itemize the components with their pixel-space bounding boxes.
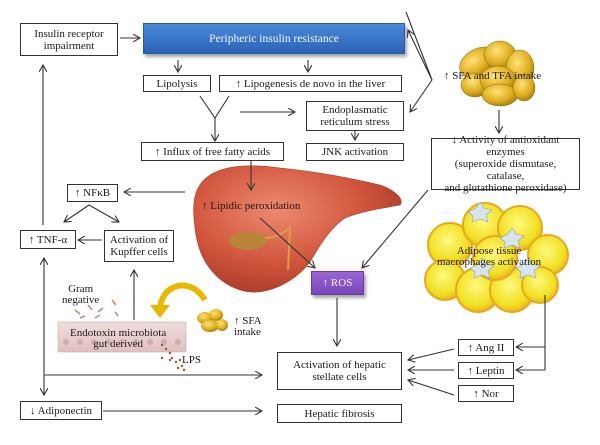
ros-label: ↑ ROS — [322, 277, 353, 289]
kupffer-cells-box: Activation of Kupffer cells — [104, 230, 174, 262]
lps-label: LPS — [182, 354, 201, 366]
macrophage-icon — [467, 201, 541, 279]
sfa-intake-label: ↑ SFA intake — [234, 316, 262, 338]
adiponectin-label: ↓ Adiponectin — [29, 404, 93, 417]
er-stress-label: Endoplasmatic reticulum stress — [320, 104, 390, 128]
arrows — [43, 11, 546, 411]
influx-ffa-box: ↑ Influx of free fatty acids — [141, 142, 284, 161]
peripheric-insulin-resistance-box: Peripheric insulin resistance — [143, 23, 405, 54]
hsc-line-1: Activation of hepatic — [293, 359, 386, 371]
ros-box: ↑ ROS — [311, 271, 364, 295]
antioxidant-enzymes-box: ↓ Activity of antioxidant enzymes (super… — [431, 134, 580, 194]
lipolysis-box: Lipolysis — [143, 75, 211, 92]
tnf-alpha-label: ↑ TNF-α — [28, 233, 68, 246]
lipogenesis-label: ↑ Lipogenesis de novo in the liver — [235, 77, 386, 90]
gram-negative-label: Gram negative — [62, 284, 99, 306]
leptin-label: ↑ Leptin — [467, 364, 505, 377]
lipogenesis-box: ↑ Lipogenesis de novo in the liver — [219, 75, 402, 92]
hepatic-stellate-cells-box: Activation of hepatic stellate cells — [277, 352, 402, 390]
endotoxin-line-1: Endotoxin microbiota — [70, 327, 167, 339]
nor-box: ↑ Nor — [458, 385, 514, 402]
insulin-receptor-impairment-box: Insulin receptor impairment — [20, 23, 118, 56]
tnf-alpha-box: ↑ TNF-α — [20, 230, 76, 249]
sfa-intake-line-1: ↑ SFA — [234, 315, 262, 327]
adipose-tissue-illustration — [424, 201, 569, 313]
sfa-intake-line-2: intake — [234, 326, 261, 338]
endotoxin-line-2: gut derived — [93, 338, 144, 350]
antioxidant-line-1: ↓ Activity of antioxidant — [451, 134, 560, 146]
hepatic-fibrosis-label: Hepatic fibrosis — [304, 407, 375, 420]
liver-illustration — [193, 165, 402, 293]
kupffer-line-1: Activation of — [109, 234, 169, 246]
insulin-receptor-impairment-label: Insulin receptor impairment — [34, 27, 104, 52]
antioxidant-line-2: enzymes — [486, 146, 525, 158]
hsc-line-2: stellate cells — [312, 371, 367, 383]
antioxidant-line-4: and glutathione peroxidase) — [444, 182, 567, 194]
gut-epithelium-illustration — [57, 299, 187, 372]
kupffer-line-2: Kupffer cells — [110, 246, 168, 258]
nfkb-label: ↑ NFκB — [74, 187, 111, 199]
antioxidant-line-3: (superoxide dismutase, catalase, — [454, 158, 557, 182]
ang-ii-label: ↑ Ang II — [467, 341, 505, 354]
leptin-box: ↑ Leptin — [458, 362, 514, 379]
adipose-line-2: macrophages activation — [437, 256, 542, 268]
influx-ffa-label: ↑ Influx of free fatty acids — [154, 145, 271, 158]
nfkb-box: ↑ NFκB — [67, 184, 118, 202]
sfa-tfa-intake-label: ↑ SFA and TFA intake — [444, 70, 542, 82]
hepatic-fibrosis-box: Hepatic fibrosis — [277, 404, 402, 423]
lipolysis-label: Lipolysis — [156, 77, 198, 90]
sfa-fat-globules-icon — [197, 309, 228, 332]
ang-ii-box: ↑ Ang II — [458, 339, 514, 356]
endotoxin-label: Endotoxin microbiota gut derived — [70, 328, 166, 350]
lipidic-peroxidation-label: ↑ Lipidic peroxidation — [202, 200, 301, 212]
gram-line-1: Gram — [68, 283, 94, 295]
sfa-curved-arrow-icon — [150, 282, 208, 318]
fat-globules-illustration — [459, 40, 536, 107]
gram-line-2: negative — [62, 294, 100, 306]
er-stress-box: Endoplasmatic reticulum stress — [306, 101, 404, 131]
adipose-line-1: Adipose tissue — [456, 245, 522, 257]
peripheric-insulin-resistance-label: Peripheric insulin resistance — [209, 32, 339, 45]
nor-label: ↑ Nor — [473, 387, 499, 400]
adipose-macrophages-label: Adipose tissue macrophages activation — [437, 246, 541, 268]
jnk-activation-label: JNK activation — [321, 146, 389, 158]
jnk-activation-box: JNK activation — [306, 143, 404, 161]
adiponectin-box: ↓ Adiponectin — [20, 401, 102, 420]
